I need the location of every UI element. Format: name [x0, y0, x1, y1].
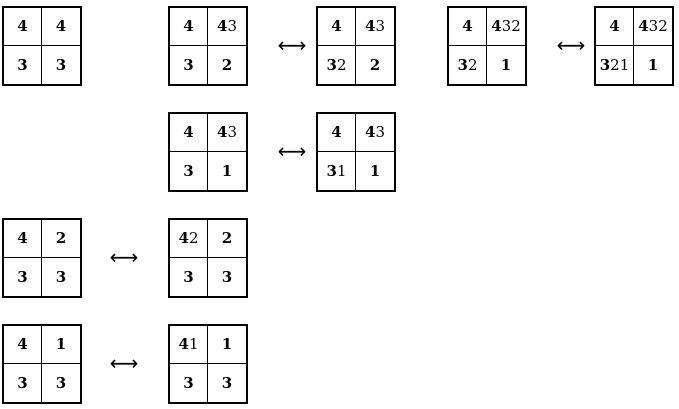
grid-cell: 2	[208, 220, 246, 258]
grid-cell: 4	[4, 326, 42, 364]
grid-cell: 3	[221, 267, 233, 286]
grid-cell: 3	[170, 258, 208, 296]
grid-cell: 3	[4, 258, 42, 296]
grid-cell: 3	[55, 373, 67, 392]
grid-cell: 1	[369, 161, 381, 180]
double-arrow-icon: ⟷	[556, 33, 586, 57]
grid-r1-g1: 4 4 3 3	[2, 6, 82, 86]
grid-cell: 4	[4, 220, 42, 258]
double-arrow-icon: ⟷	[109, 245, 139, 269]
grid-cell: 4	[170, 8, 208, 46]
grid-cell: 4	[449, 8, 487, 46]
grid-cell: 1	[208, 326, 246, 364]
double-arrow-icon: ⟷	[277, 33, 307, 57]
grid-cell: 3	[55, 55, 67, 74]
grid-cell: 3	[4, 364, 42, 402]
grid-cell: 2	[42, 220, 80, 258]
grid-cell: 3	[170, 46, 208, 84]
grid-cell: 1	[221, 161, 233, 180]
grid-cell: 3	[221, 373, 233, 392]
grid-cell: 4	[42, 8, 80, 46]
grid-r3-g1: 4 2 3 3	[2, 218, 82, 298]
grid-cell: 4	[170, 114, 208, 152]
grid-cell: 3	[55, 267, 67, 286]
grid-cell: 4	[596, 8, 634, 46]
grid-cell: 4	[4, 8, 42, 46]
grid-cell: 3	[170, 152, 208, 190]
double-arrow-icon: ⟷	[109, 351, 139, 375]
grid-cell: 1	[647, 55, 659, 74]
grid-cell: 1	[42, 326, 80, 364]
grid-cell: 3	[4, 46, 42, 84]
grid-cell: 2	[369, 55, 381, 74]
double-arrow-icon: ⟷	[277, 139, 307, 163]
grid-r4-g1: 4 1 3 3	[2, 324, 82, 404]
grid-cell: 3	[170, 364, 208, 402]
grid-cell: 4	[318, 8, 356, 46]
grid-cell: 1	[500, 55, 512, 74]
grid-cell: 2	[221, 55, 233, 74]
grid-cell: 4	[318, 114, 356, 152]
